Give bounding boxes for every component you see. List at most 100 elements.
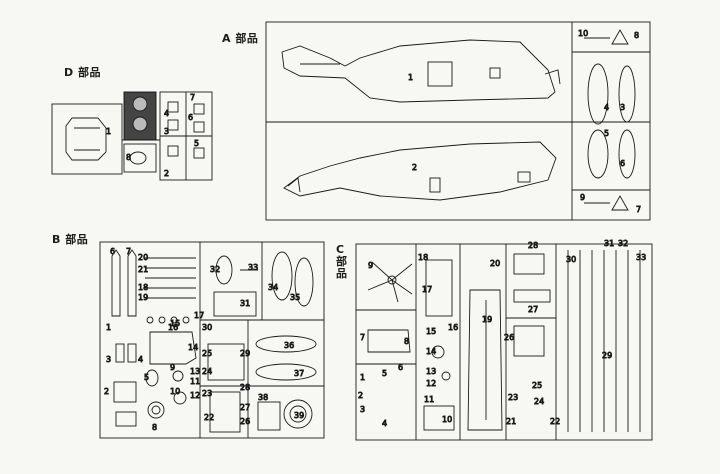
fuselage-half-a1 (281, 39, 556, 103)
part-number: 26 (240, 417, 250, 426)
part-number: 4 (138, 355, 143, 364)
part-number: 5 (194, 139, 199, 148)
part-number: 31 (240, 299, 250, 308)
part-number: 1 (106, 127, 111, 136)
sheet-b-numbers: 1 2 3 4 5 6 7 8 9 10 11 12 13 14 15 16 1… (104, 247, 305, 433)
sheet-a-label: A 部品 (222, 32, 259, 45)
part-number: 28 (528, 241, 538, 250)
part-number: 9 (368, 261, 373, 270)
part-number: 17 (422, 285, 432, 294)
fuselage-half-a2 (283, 141, 557, 201)
part-number: 39 (294, 411, 304, 420)
part-number: 26 (504, 333, 514, 342)
part-number: 32 (618, 239, 628, 248)
part-number: 24 (202, 367, 212, 376)
part-number: 29 (602, 351, 612, 360)
sheet-c-numbers: 1 2 3 4 5 6 7 8 9 10 11 12 13 14 15 16 1… (358, 239, 647, 429)
part-number: 11 (190, 377, 200, 386)
sprue-d (51, 91, 213, 181)
part-number: 35 (290, 293, 300, 302)
part-number: 13 (426, 367, 436, 376)
part-number: 22 (204, 413, 214, 422)
sprue-c (355, 243, 653, 441)
part-number: 14 (426, 347, 436, 356)
part-number: 10 (578, 29, 588, 38)
part-number: 25 (202, 349, 212, 358)
part-number: 10 (442, 415, 452, 424)
part-number: 8 (404, 337, 409, 346)
part-number: 4 (382, 419, 387, 428)
part-number: 20 (138, 253, 148, 262)
part-number: 1 (106, 323, 111, 332)
part-number: 13 (190, 367, 200, 376)
part-number: 3 (360, 405, 365, 414)
part-number: 18 (138, 283, 148, 292)
part-number: 5 (604, 129, 609, 138)
part-number: 21 (138, 265, 148, 274)
part-number: 30 (566, 255, 576, 264)
part-number: 5 (382, 369, 387, 378)
part-number: 8 (126, 153, 131, 162)
part-number: 10 (170, 387, 180, 396)
part-number: 9 (580, 193, 585, 202)
part-number: 29 (240, 349, 250, 358)
sheet-d-label: D 部品 (64, 66, 101, 79)
part-number: 12 (426, 379, 436, 388)
part-number: 3 (164, 127, 169, 136)
part-number: 4 (164, 109, 169, 118)
sheet-b-label: B 部品 (52, 233, 89, 246)
part-number: 7 (190, 93, 195, 102)
part-number: 16 (168, 323, 178, 332)
part-number: 3 (106, 355, 111, 364)
part-number: 7 (126, 247, 131, 256)
part-number: 20 (490, 259, 500, 268)
part-number: 30 (202, 323, 212, 332)
sheet-c-label: C 部品 (336, 243, 348, 280)
part-number: 2 (164, 169, 169, 178)
part-number: 12 (190, 391, 200, 400)
part-number: 19 (482, 315, 492, 324)
part-number: 18 (418, 253, 428, 262)
part-number: 6 (110, 247, 115, 256)
part-number: 7 (636, 205, 641, 214)
part-number: 21 (506, 417, 516, 426)
part-number: 9 (170, 363, 175, 372)
part-number: 15 (170, 319, 180, 328)
part-number: 19 (138, 293, 148, 302)
part-number: 34 (268, 283, 278, 292)
part-number: 1 (408, 73, 413, 82)
part-number: 24 (534, 397, 544, 406)
part-number: 14 (188, 343, 198, 352)
part-number: 16 (448, 323, 458, 332)
part-number: 8 (152, 423, 157, 432)
part-number: 33 (248, 263, 258, 272)
part-number: 23 (508, 393, 518, 402)
part-number: 6 (188, 113, 193, 122)
part-number: 23 (202, 389, 212, 398)
part-number: 17 (194, 311, 204, 320)
part-number: 22 (550, 417, 560, 426)
part-number: 1 (360, 373, 365, 382)
part-number: 31 (604, 239, 614, 248)
sprue-a (265, 21, 651, 221)
part-number: 36 (284, 341, 294, 350)
sheet-d-numbers: 1 2 3 4 5 6 7 8 (106, 93, 200, 179)
part-number: 37 (294, 369, 304, 378)
sprue-b (99, 241, 325, 439)
part-number: 5 (144, 373, 149, 382)
part-number: 4 (604, 103, 609, 112)
part-number: 6 (620, 159, 625, 168)
part-number: 15 (426, 327, 436, 336)
part-number: 2 (104, 387, 109, 396)
part-number: 11 (424, 395, 434, 404)
part-number: 27 (528, 305, 538, 314)
part-number: 2 (412, 163, 417, 172)
part-number: 3 (620, 103, 625, 112)
part-number: 32 (210, 265, 220, 274)
part-number: 6 (398, 363, 403, 372)
part-number: 7 (360, 333, 365, 342)
sheet-a-numbers: 1 2 3 4 5 6 7 8 9 10 (408, 29, 642, 215)
part-number: 33 (636, 253, 646, 262)
part-number: 38 (258, 393, 268, 402)
